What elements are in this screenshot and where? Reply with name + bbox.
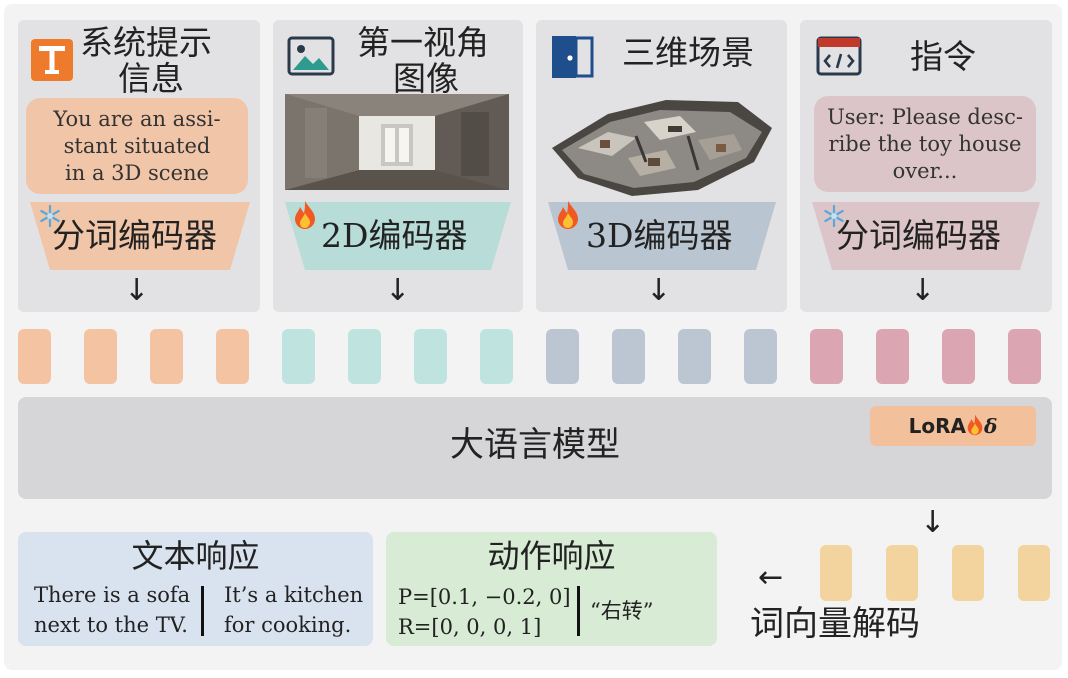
system-prompt-text-line: in a 3D scene <box>65 160 209 185</box>
lora-delta: δ <box>984 414 998 438</box>
image-token <box>480 329 513 384</box>
fire-icon <box>558 201 578 229</box>
scene-3d-title: 三维场景 <box>622 33 754 72</box>
text-t-icon <box>31 39 73 81</box>
text-response-divider <box>201 586 204 636</box>
lora-badge: LoRA δ <box>870 406 1036 446</box>
scene-token <box>546 329 579 384</box>
action-response-left-line: R=[0, 0, 0, 1] <box>398 615 542 639</box>
system-prompt-text-line: You are an assi- <box>53 106 221 131</box>
system-prompt-text-line: stant situated <box>63 133 211 158</box>
text-response-box: 文本响应 There is a sofa next to the TV. It’… <box>18 532 373 646</box>
instruction-tokenizer-encoder <box>812 202 1040 270</box>
scene-token <box>612 329 645 384</box>
image-icon <box>287 36 335 76</box>
scene-3d-panel: 三维场景 3D编码器 ↓ <box>536 20 787 312</box>
instruction-token <box>810 329 843 384</box>
output-token <box>1018 545 1050 601</box>
egocentric-view-image <box>285 94 509 190</box>
instruction-text-line: ribe the toy house <box>828 131 1022 156</box>
encoder-3d <box>548 202 776 270</box>
down-arrow-icon: ↓ <box>910 273 936 308</box>
text-tokenizer-encoder <box>30 202 250 270</box>
image-token <box>348 329 381 384</box>
system-prompt-panel: 系统提示 信息 You are an assi- stant situated … <box>18 20 260 312</box>
instruction-panel: 指令 User: Please desc- ribe the toy house… <box>800 20 1052 312</box>
text-response-right-line: for cooking. <box>224 613 352 637</box>
fire-icon <box>967 414 983 436</box>
action-response-right-text: “右转” <box>590 599 654 623</box>
output-token <box>820 545 852 601</box>
instruction-text-line: over... <box>892 158 958 183</box>
scene-token <box>678 329 711 384</box>
fire-icon <box>295 201 315 229</box>
door-icon <box>552 36 594 78</box>
action-response-left-line: P=[0.1, −0.2, 0] <box>398 585 571 609</box>
instruction-bubble: User: Please desc- ribe the toy house ov… <box>814 96 1036 192</box>
egocentric-image-panel: 第一视角 图像 2D编码器 ↓ <box>273 20 523 312</box>
image-token <box>414 329 447 384</box>
code-window-icon <box>816 36 862 76</box>
system-prompt-title-line2: 信息 <box>118 59 184 98</box>
system-prompt-title-line1: 系统提示 <box>80 23 212 62</box>
instruction-token <box>876 329 909 384</box>
scene-3d-render <box>552 100 772 196</box>
encoder-2d-label: 2D编码器 <box>321 216 468 255</box>
scene-token <box>744 329 777 384</box>
action-response-title: 动作响应 <box>487 537 616 575</box>
text-response-title: 文本响应 <box>131 537 260 575</box>
down-arrow-icon: ↓ <box>385 273 411 308</box>
snowflake-icon <box>824 204 844 228</box>
text-token <box>84 329 117 384</box>
text-response-left-line: next to the TV. <box>34 613 188 637</box>
text-tokenizer-label: 分词编码器 <box>52 216 217 255</box>
output-token <box>952 545 984 601</box>
down-arrow-icon: ↓ <box>646 273 672 308</box>
text-token <box>18 329 51 384</box>
instruction-tokenizer-label: 分词编码器 <box>836 216 1001 255</box>
action-response-box: 动作响应 P=[0.1, −0.2, 0] R=[0, 0, 0, 1] “右转… <box>386 532 717 646</box>
instruction-title: 指令 <box>910 37 976 76</box>
instruction-text-line: User: Please desc- <box>827 104 1023 129</box>
egocentric-title-line2: 图像 <box>393 59 459 98</box>
encoder-2d <box>285 202 511 270</box>
left-arrow-icon: ← <box>758 560 784 595</box>
down-arrow-icon: ↓ <box>124 273 150 308</box>
instruction-token <box>1008 329 1041 384</box>
action-response-divider <box>577 586 580 636</box>
text-response-right-line: It’s a kitchen <box>224 583 364 607</box>
instruction-token <box>942 329 975 384</box>
snowflake-icon <box>40 204 60 228</box>
output-token <box>886 545 918 601</box>
down-arrow-icon: ↓ <box>920 505 946 540</box>
system-prompt-bubble: You are an assi- stant situated in a 3D … <box>26 98 248 194</box>
egocentric-title-line1: 第一视角 <box>357 23 489 62</box>
image-token <box>282 329 315 384</box>
encoder-3d-label: 3D编码器 <box>586 216 733 255</box>
text-token <box>216 329 249 384</box>
token-decoder-label: 词向量解码 <box>750 604 920 644</box>
text-response-left-line: There is a sofa <box>34 583 191 607</box>
llm-label: 大语言模型 <box>450 425 620 465</box>
lora-label: LoRA <box>908 414 967 438</box>
text-token <box>150 329 183 384</box>
